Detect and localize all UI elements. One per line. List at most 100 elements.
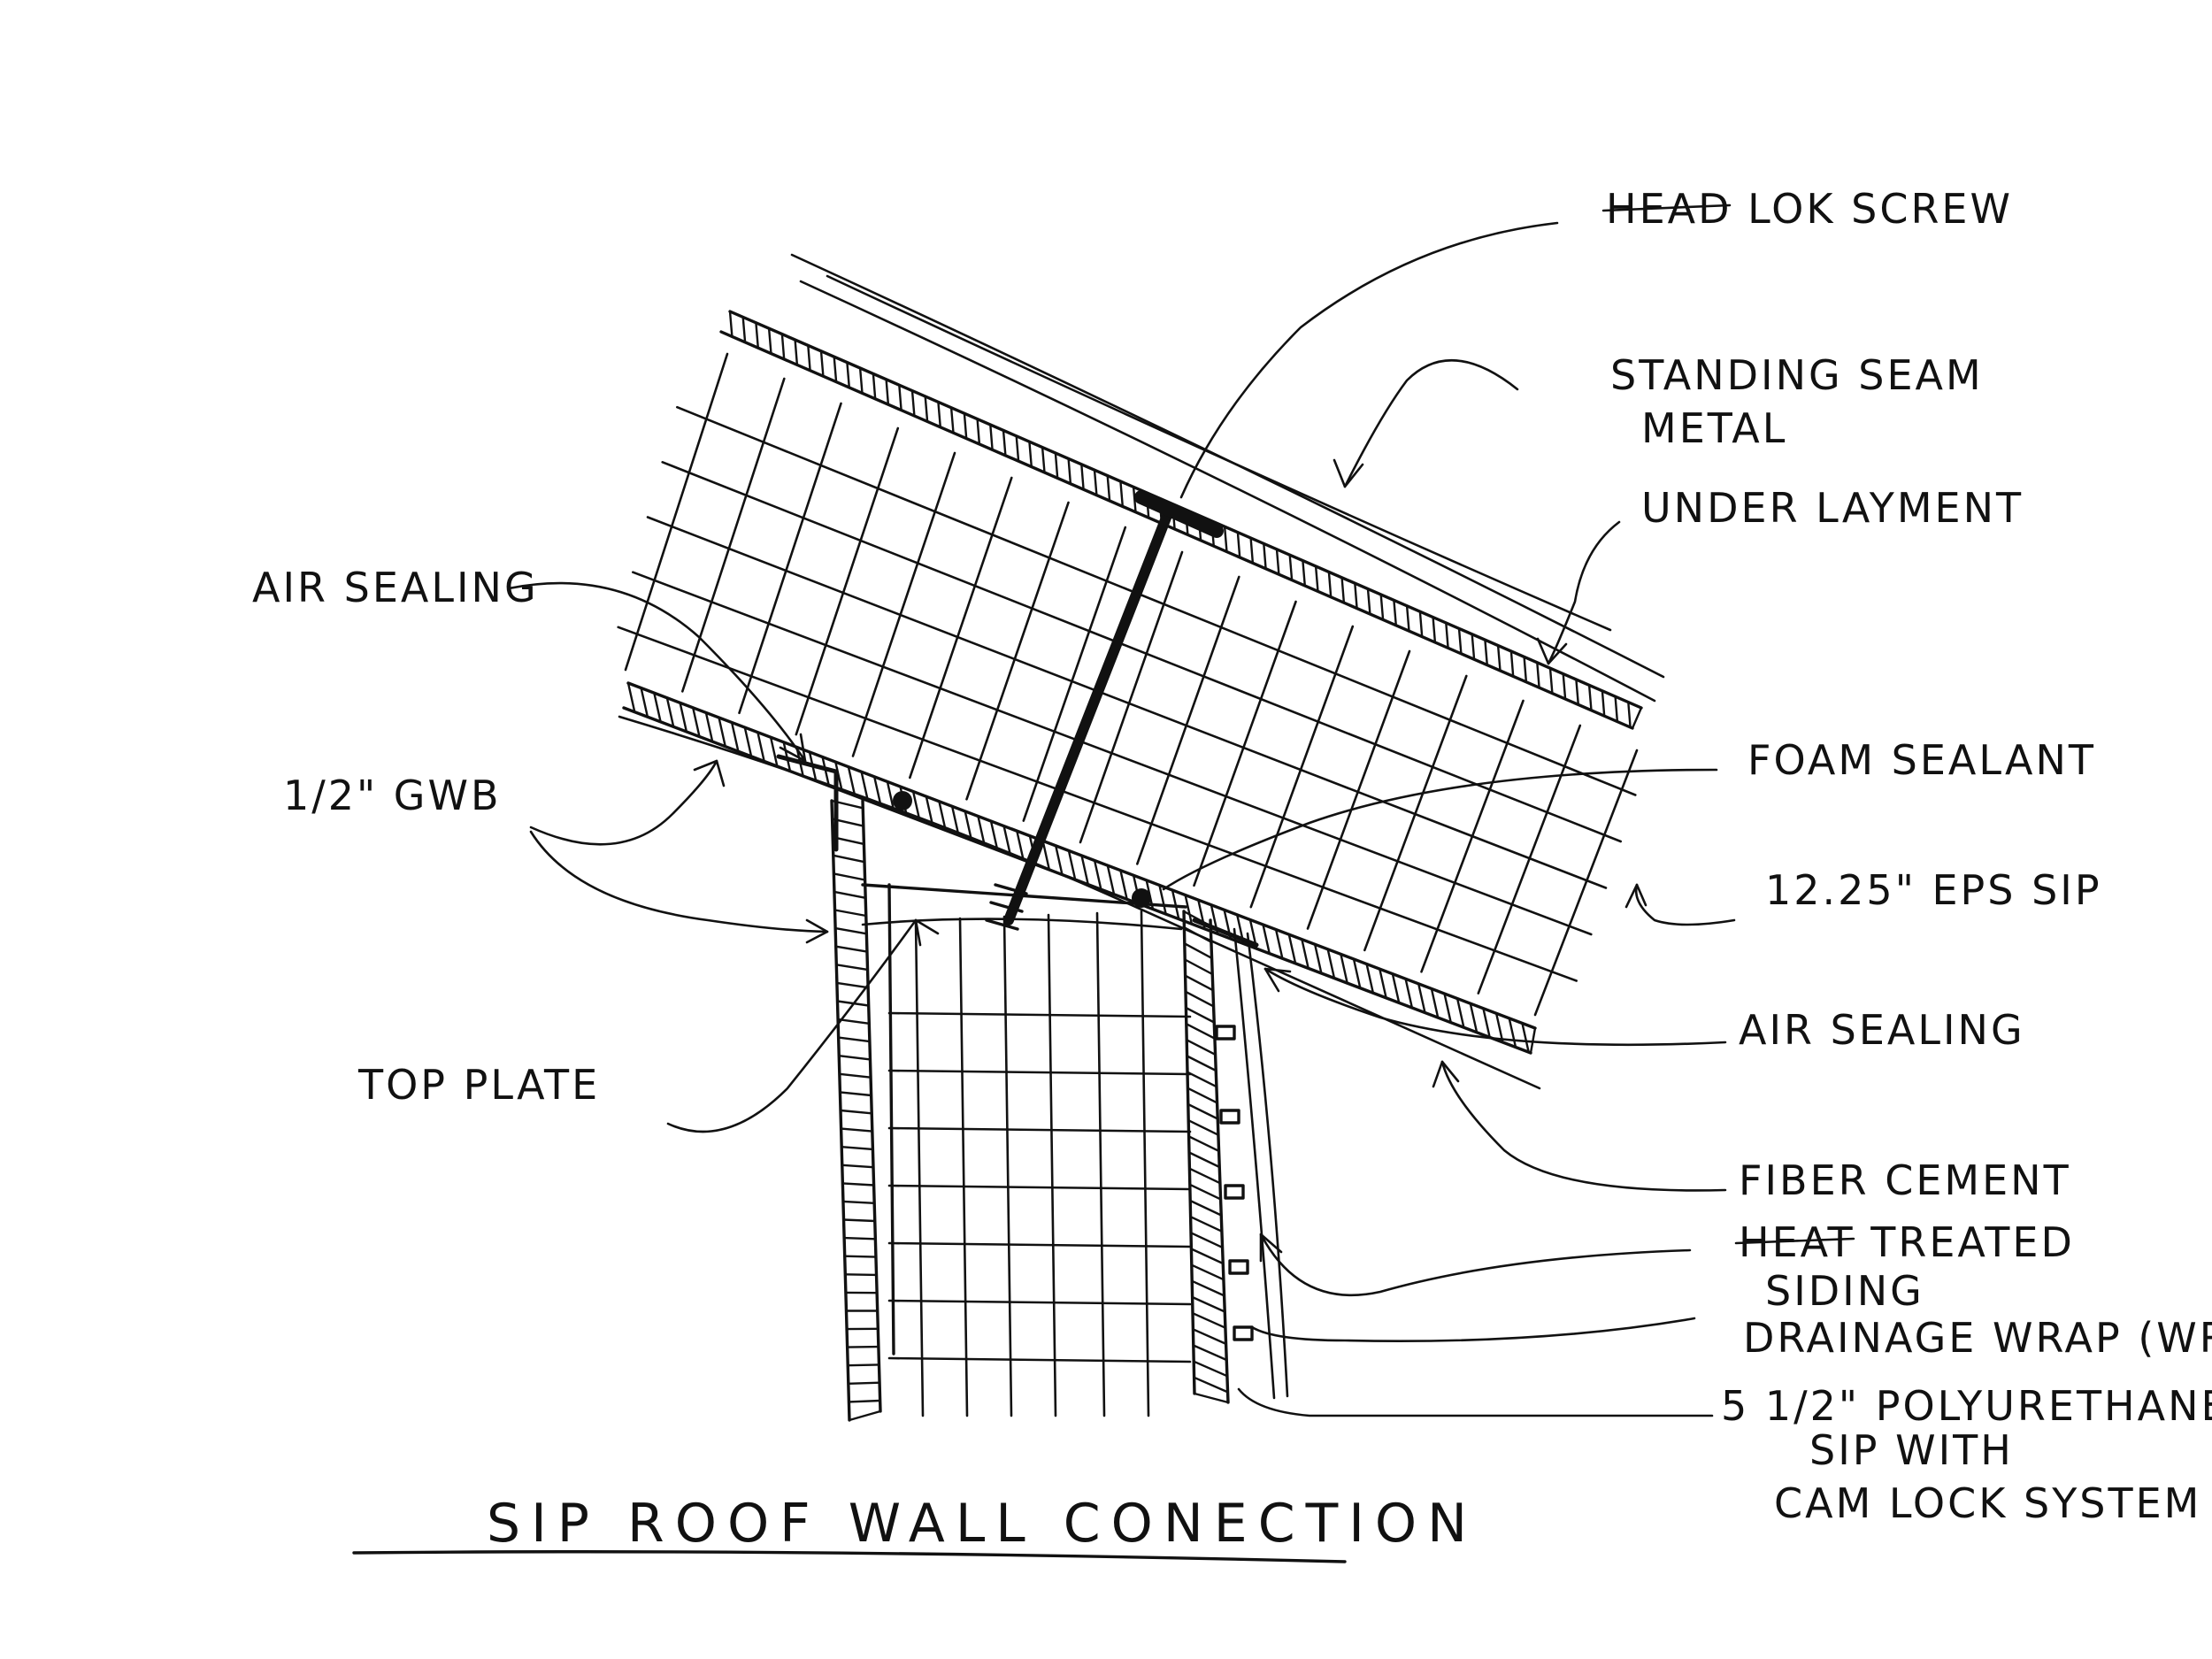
label-underlayment: UNDER LAYMENT xyxy=(1641,484,2024,532)
hatch-stroke xyxy=(989,819,999,851)
hatch-stroke xyxy=(1302,559,1306,588)
arrowhead xyxy=(1333,458,1364,488)
hatch-stroke xyxy=(977,815,986,847)
grid-line xyxy=(1136,575,1240,865)
hatch-stroke xyxy=(755,321,759,349)
grid-line xyxy=(887,1069,1192,1076)
grid-line xyxy=(958,917,969,1417)
hatch-stroke xyxy=(964,810,973,841)
hatch-stroke xyxy=(1391,972,1401,1004)
grid-line xyxy=(1420,699,1525,973)
label-heat-treated: HEAT TREATED xyxy=(1739,1218,2075,1266)
leader-gwb-2 xyxy=(529,830,829,933)
hatch-stroke xyxy=(821,756,831,787)
hatch-stroke xyxy=(1187,1087,1218,1104)
hatch-stroke xyxy=(835,964,869,972)
roof-panel xyxy=(617,253,1665,1090)
hatch-stroke xyxy=(1601,689,1606,718)
hatch-stroke xyxy=(769,736,779,768)
wall-right-skin xyxy=(1209,918,1230,1404)
hatch-stroke xyxy=(1171,888,1180,920)
hatch-stroke xyxy=(1314,565,1319,593)
label-standing-seam: STANDING SEAM xyxy=(1610,351,1984,399)
hatch-stroke xyxy=(1158,884,1167,916)
hatch-stroke xyxy=(835,981,870,989)
leader-eps-sip xyxy=(1634,883,1736,926)
hatch-stroke xyxy=(873,775,882,807)
hatch-stroke xyxy=(1496,644,1502,672)
arrowhead xyxy=(1259,1233,1283,1263)
hatch-stroke xyxy=(1187,1135,1220,1153)
hatch-stroke xyxy=(1274,928,1284,960)
label-standing-seam-metal: METAL xyxy=(1641,404,1787,452)
hatch-stroke xyxy=(1379,967,1387,999)
hatch-stroke xyxy=(846,1345,880,1348)
hatch-stroke xyxy=(730,721,740,753)
hatch-stroke xyxy=(1627,701,1632,729)
hatch-stroke xyxy=(839,1091,872,1097)
hatch-stroke xyxy=(1191,1279,1225,1297)
hatch-stroke xyxy=(1326,948,1336,979)
grid-line xyxy=(617,626,1578,982)
hatch-stroke xyxy=(911,790,921,822)
hatch-stroke xyxy=(728,310,733,338)
hatch-stroke xyxy=(1365,963,1375,995)
hatch-stroke xyxy=(1191,1312,1227,1329)
hatch-stroke xyxy=(679,702,688,733)
hatch-stroke xyxy=(1188,1167,1222,1185)
label-head-lok-screw: HEAD LOK SCREW xyxy=(1606,185,2013,233)
hatch-stroke xyxy=(807,344,811,372)
hatch-stroke xyxy=(839,1109,873,1115)
hatch-stroke xyxy=(1445,621,1449,649)
hatch-stroke xyxy=(1275,548,1280,576)
hatch-stroke xyxy=(1184,894,1194,926)
grid-line xyxy=(1047,913,1057,1417)
grid-line xyxy=(1079,550,1184,844)
hatch-stroke xyxy=(780,333,786,361)
hatch-stroke xyxy=(846,361,850,389)
hatch-stroke xyxy=(1471,633,1476,661)
polyurethane-foam-grid xyxy=(887,910,1192,1417)
grid-line xyxy=(1363,674,1468,952)
leader-air-sealing-top xyxy=(507,581,807,763)
hatch-stroke xyxy=(844,1273,878,1277)
arrowhead xyxy=(1432,1060,1460,1088)
hatch-stroke xyxy=(1015,434,1020,463)
grid-line xyxy=(887,1241,1192,1248)
hatch-stroke xyxy=(1186,1055,1217,1072)
hatch-stroke xyxy=(841,1182,875,1187)
leader-standing-seam xyxy=(1343,358,1519,488)
grid-line xyxy=(1022,526,1127,822)
grid-line xyxy=(738,402,842,715)
hatch-stroke xyxy=(847,1381,881,1385)
hatch-stroke xyxy=(843,1255,878,1258)
hatch-stroke xyxy=(885,378,890,406)
wall-left-skin xyxy=(861,799,882,1413)
label-fiber-cement: FIBER CEMENT xyxy=(1739,1156,2071,1204)
grid-line xyxy=(646,516,1608,889)
grid-line xyxy=(681,377,786,693)
leader-gwb xyxy=(529,759,718,846)
hatch-stroke xyxy=(1287,933,1297,964)
label-air-sealing-right: AIR SEALING xyxy=(1739,1006,2025,1054)
hatch-stroke xyxy=(1340,953,1348,985)
leader-drainage-wrap xyxy=(1250,1317,1696,1343)
label-eps-sip: 12.25" EPS SIP xyxy=(1765,866,2102,914)
roof-top-sheathing xyxy=(719,330,1634,730)
leader-head-lok-screw xyxy=(1179,221,1559,499)
hatch-stroke xyxy=(1236,531,1241,559)
hatch-stroke xyxy=(1192,1328,1227,1346)
hatch-stroke xyxy=(963,412,968,440)
eps-foam-grid xyxy=(617,352,1639,1017)
label-air-sealing-top: AIR SEALING xyxy=(252,564,539,611)
leader-top-plate xyxy=(666,918,918,1133)
leader-underlayment xyxy=(1547,520,1621,665)
hatch-stroke xyxy=(1106,864,1116,895)
hatch-stroke xyxy=(665,696,675,728)
hatch-stroke xyxy=(1193,1392,1230,1404)
grid-line xyxy=(851,451,956,757)
hatch-stroke xyxy=(1548,667,1554,695)
hatch-stroke xyxy=(1366,588,1371,616)
strikethrough-heat xyxy=(1734,1237,1855,1245)
arrowhead xyxy=(1263,967,1292,993)
